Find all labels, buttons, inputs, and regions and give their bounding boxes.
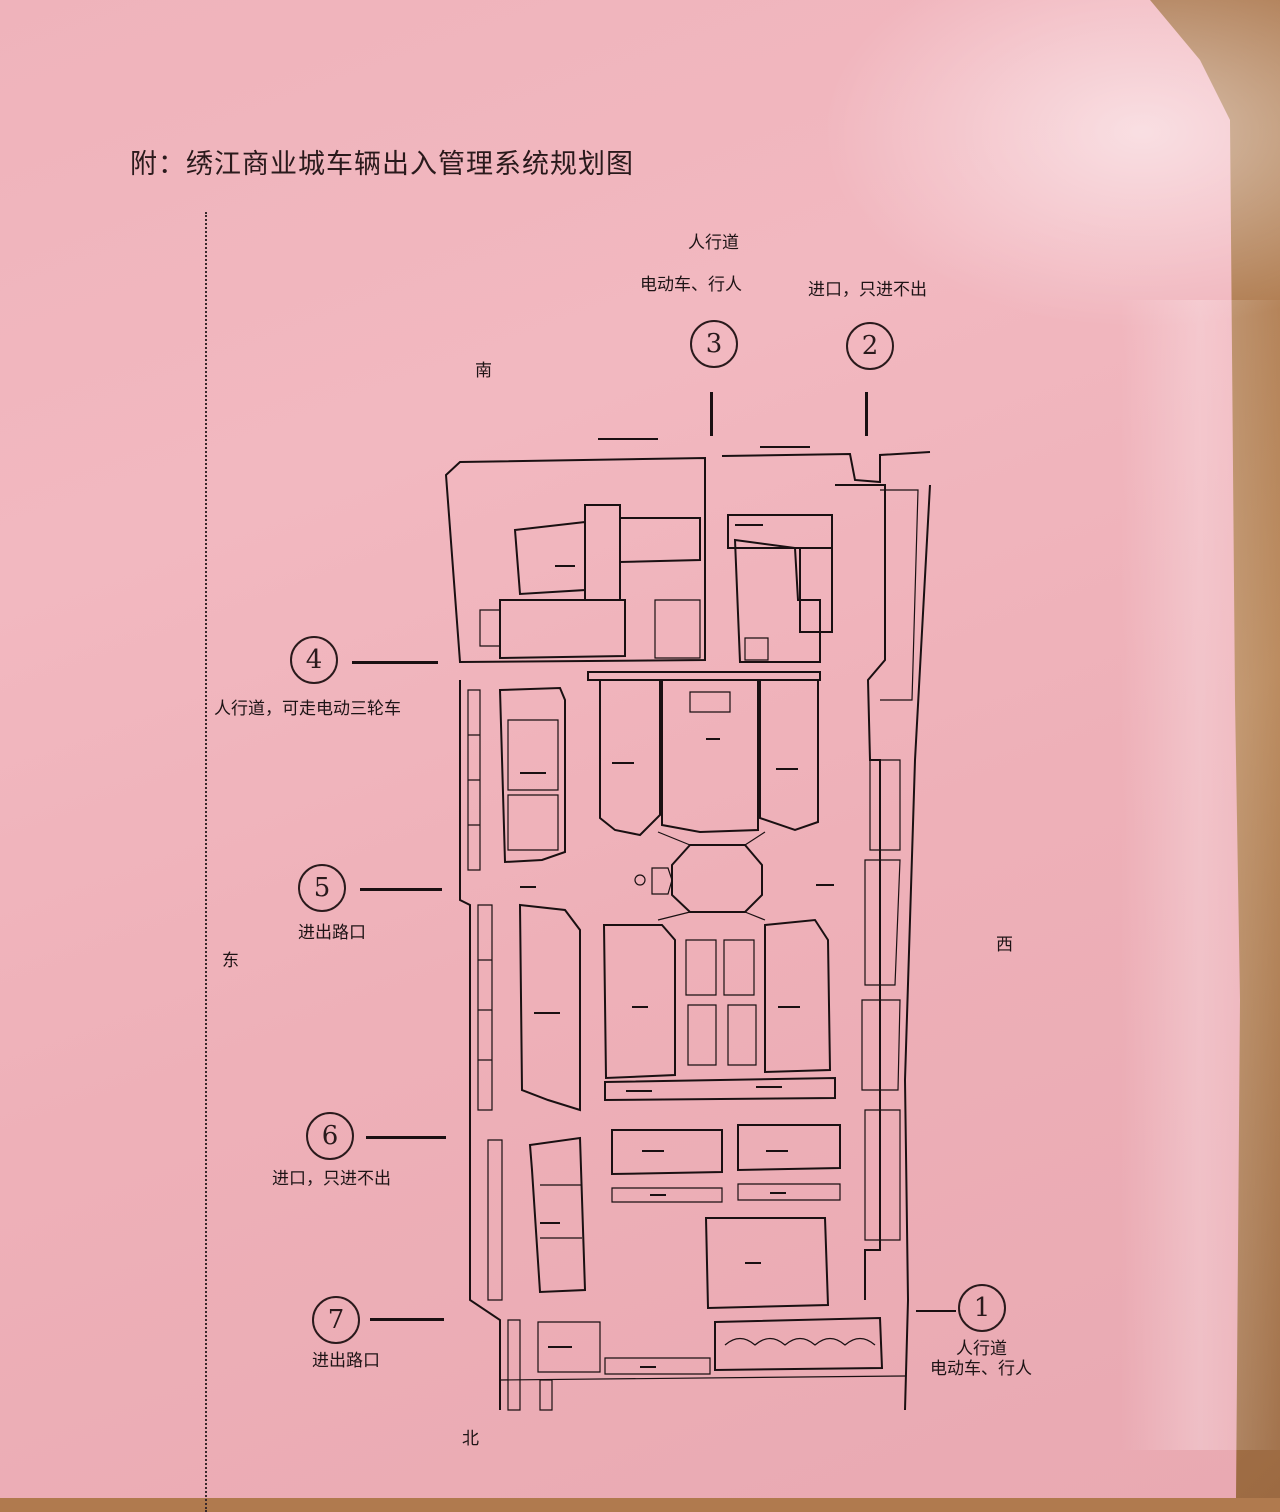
site-boundary xyxy=(444,456,706,664)
west-strip-block-inner xyxy=(880,489,919,701)
east-block-south xyxy=(528,1136,587,1294)
east-small-blocks-1 xyxy=(467,689,481,871)
south-band xyxy=(604,1076,836,1102)
building-top-left-3 xyxy=(619,517,701,564)
stall-1 xyxy=(685,939,717,996)
entrance-4-pointer xyxy=(352,661,438,664)
site-boundary-upper-right xyxy=(721,451,931,484)
bottom-left-blocks xyxy=(537,1321,711,1375)
entrance-7-marker: 7 xyxy=(312,1296,360,1344)
building-top-right-3 xyxy=(799,547,833,633)
entrance-4-label: 人行道，可走电动三轮车 xyxy=(214,699,401,719)
block-row-2-right xyxy=(737,1183,841,1201)
entrance-6-pointer xyxy=(366,1136,446,1139)
block-row-1-right xyxy=(737,1124,841,1172)
entrance-6-marker: 6 xyxy=(306,1112,354,1160)
stall-4 xyxy=(727,1004,757,1066)
entrance-4-marker: 4 xyxy=(290,636,338,684)
gate-north xyxy=(689,691,731,713)
block-row-2-left xyxy=(611,1187,723,1203)
central-road-band xyxy=(587,671,821,681)
building-top-right-1 xyxy=(727,514,833,549)
margin-dotted-line xyxy=(205,212,207,1512)
west-strip-block xyxy=(835,484,886,1300)
bottom-edge xyxy=(499,1375,906,1381)
east-small-blocks-3 xyxy=(487,1139,503,1301)
building-top-left-4 xyxy=(499,599,626,660)
plan-tiny-labels xyxy=(520,438,834,1368)
large-block-south xyxy=(704,1217,830,1310)
entrance-6-label: 进口，只进不出 xyxy=(272,1169,391,1189)
east-block-lower xyxy=(518,903,581,1112)
entrance-1-label-line1: 人行道 xyxy=(956,1339,1007,1359)
stall-2 xyxy=(723,939,755,996)
page-title: 附：绣江商业城车辆出入管理系统规划图 xyxy=(130,149,634,180)
entrance-2-pointer xyxy=(865,392,868,436)
direction-west: 西 xyxy=(996,935,1013,955)
building-top-right-2 xyxy=(733,538,821,663)
hall-north-center xyxy=(661,679,759,834)
building-top-left-2 xyxy=(584,504,621,601)
east-block-south-inner xyxy=(540,1184,582,1239)
entrance-1-pointer xyxy=(916,1310,956,1312)
hall-north-left xyxy=(599,679,661,837)
entrance-7-pointer xyxy=(370,1318,444,1321)
entrance-5-pointer xyxy=(360,888,442,891)
entrance-3-marker: 3 xyxy=(690,320,738,368)
building-top-right-4 xyxy=(744,637,769,661)
west-strip-small-blocks xyxy=(861,759,901,1241)
hall-south-left xyxy=(602,924,676,1080)
entrance-5-label: 进出路口 xyxy=(298,923,366,943)
east-small-blocks-2-split xyxy=(478,959,492,1061)
small-circle-feature xyxy=(634,874,646,886)
central-octagon xyxy=(671,844,763,913)
hall-south-right xyxy=(764,918,832,1074)
direction-east: 东 xyxy=(222,951,239,971)
block-row-1-left xyxy=(611,1129,723,1176)
building-top-left-6 xyxy=(654,599,701,659)
bottom-strip xyxy=(714,1316,884,1372)
east-block-upper-inner xyxy=(507,719,559,851)
hall-north-right xyxy=(759,679,819,832)
octagon-connector-1 xyxy=(657,831,766,921)
east-small-blocks-1-split xyxy=(468,734,480,826)
entrance-5-marker: 5 xyxy=(298,864,346,912)
bottom-small-blocks xyxy=(507,1319,553,1411)
bottom-strip-arches xyxy=(724,1337,876,1346)
entrance-1-marker: 1 xyxy=(958,1284,1006,1332)
direction-south: 南 xyxy=(475,361,492,381)
building-top-left-l xyxy=(513,520,586,596)
building-top-left-5 xyxy=(479,609,501,647)
east-boundary xyxy=(459,680,501,1410)
entrance-7-label: 进出路口 xyxy=(312,1351,380,1371)
entrance-3-label-line2: 电动车、行人 xyxy=(640,275,742,295)
east-block-upper xyxy=(498,686,566,864)
west-boundary xyxy=(903,484,931,1411)
east-small-blocks-2 xyxy=(477,904,493,1111)
entrance-1-label-line2: 电动车、行人 xyxy=(930,1359,1032,1379)
stall-3 xyxy=(687,1004,717,1066)
entrance-3-label-line1: 人行道 xyxy=(688,233,739,253)
direction-north: 北 xyxy=(462,1429,479,1449)
small-hex-feature xyxy=(651,867,673,895)
entrance-3-pointer xyxy=(710,392,713,436)
